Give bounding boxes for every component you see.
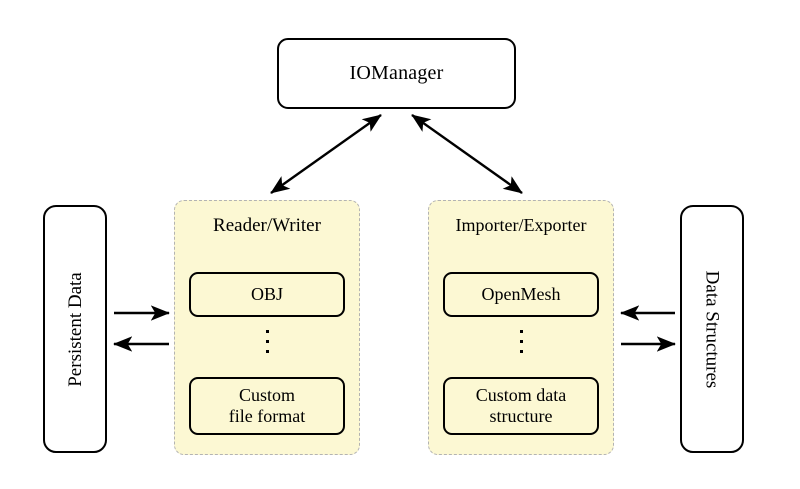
node-data-structures-label: Data Structures <box>701 270 723 388</box>
ellipsis-icon <box>429 330 613 353</box>
node-obj[interactable]: OBJ <box>189 272 345 317</box>
node-persistent-data[interactable]: Persistent Data <box>43 205 107 453</box>
group-importer-exporter-title: Importer/Exporter <box>455 215 587 235</box>
connector-iomanager-reader-writer <box>270 114 382 194</box>
node-obj-label: OBJ <box>250 283 283 304</box>
connector-iomanager-importer-exporter <box>411 114 523 194</box>
group-reader-writer-title: Reader/Writer <box>213 215 321 236</box>
node-openmesh[interactable]: OpenMesh <box>443 272 599 317</box>
node-persistent-data-label: Persistent Data <box>64 271 86 387</box>
node-iomanager[interactable]: IOManager <box>277 38 516 109</box>
node-data-structures[interactable]: Data Structures <box>680 205 744 453</box>
node-iomanager-label: IOManager <box>349 62 444 84</box>
ellipsis-icon <box>175 330 359 353</box>
node-openmesh-label: OpenMesh <box>481 283 561 304</box>
